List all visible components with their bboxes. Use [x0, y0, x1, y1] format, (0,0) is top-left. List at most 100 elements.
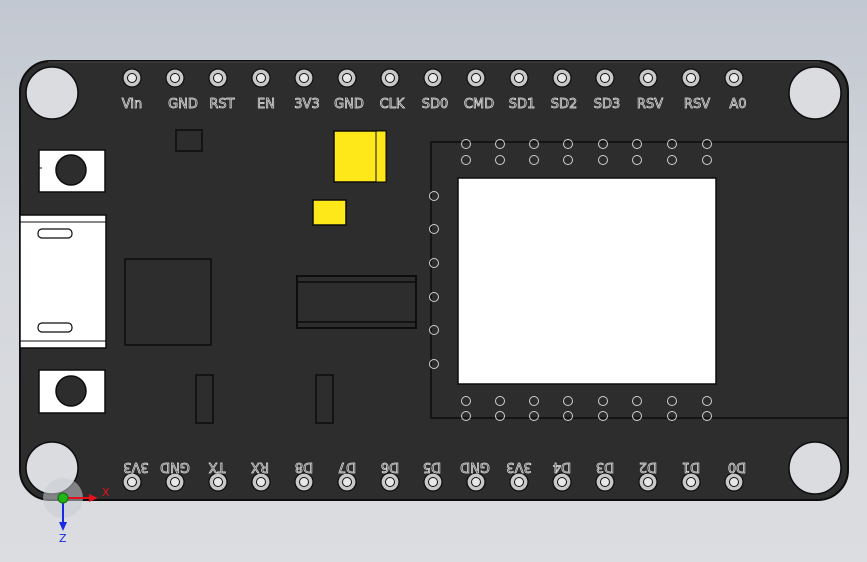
pin-label: Vin	[122, 97, 142, 112]
header-pin-pad	[165, 68, 185, 88]
castellated-pad	[598, 139, 608, 149]
capacitor[interactable]	[312, 199, 347, 226]
pin-label: GND	[168, 97, 198, 112]
castellated-pad	[702, 396, 712, 406]
bottom-pin-labels: 3V3 GND TX RX D8 D7 D6 D5 GND 3V3 D4 D3 …	[123, 459, 747, 475]
pin-label: D1	[682, 459, 700, 474]
voltage-regulator[interactable]	[296, 275, 417, 329]
pin-label: SD2	[551, 97, 578, 112]
header-pin-pad	[509, 68, 529, 88]
pin-label: RSV	[637, 97, 663, 112]
castellated-pad	[429, 258, 439, 268]
castellated-pad	[461, 139, 471, 149]
pin-label: D4	[553, 459, 571, 474]
pin-label: RSV	[684, 97, 710, 112]
header-pin-pad	[638, 472, 658, 492]
header-pin-pad	[208, 472, 228, 492]
top-pin-labels: Vin GND RST EN 3V3 GND CLK SD0 CMD SD1 S…	[121, 97, 747, 113]
flash-button[interactable]	[38, 149, 106, 193]
castellated-pad	[598, 411, 608, 421]
bottom-pin-header	[122, 472, 744, 492]
pin-label: D2	[639, 459, 657, 474]
castellated-pad	[429, 292, 439, 302]
pin-label: SD0	[422, 97, 449, 112]
pin-label: 3V3	[123, 459, 148, 474]
castellated-pad	[495, 411, 505, 421]
castellated-pad	[667, 139, 677, 149]
castellated-pad	[563, 155, 573, 165]
pin-label: TX	[208, 459, 226, 474]
header-pin-pad	[552, 68, 572, 88]
castellated-pad	[598, 155, 608, 165]
header-pin-pad	[165, 472, 185, 492]
smd-resistor[interactable]	[315, 374, 334, 424]
pin-label: SD3	[594, 97, 621, 112]
castellated-pad	[429, 359, 439, 369]
castellated-pad	[598, 396, 608, 406]
z-axis-label: Z	[59, 532, 67, 545]
micro-usb-connector[interactable]	[19, 214, 107, 349]
reset-button[interactable]	[38, 369, 106, 414]
pin-label: D8	[295, 459, 313, 474]
header-pin-pad	[595, 68, 615, 88]
castellated-pad	[702, 139, 712, 149]
castellated-pad	[429, 325, 439, 335]
mounting-hole	[788, 66, 842, 120]
pin-label: GND	[160, 459, 190, 474]
pin-label: SD1	[509, 97, 536, 112]
castellated-pad	[429, 191, 439, 201]
castellated-pad	[429, 224, 439, 234]
pin-label: D3	[596, 459, 614, 474]
wifi-module[interactable]	[429, 139, 849, 421]
smd-resistor[interactable]	[195, 374, 214, 424]
pin-label: D7	[338, 459, 356, 474]
header-pin-pad	[208, 68, 228, 88]
pin-label: GND	[460, 459, 490, 474]
castellated-pad	[495, 396, 505, 406]
castellated-pad	[461, 155, 471, 165]
usb-serial-chip[interactable]	[124, 258, 212, 346]
castellated-pad	[563, 411, 573, 421]
castellated-pad	[563, 139, 573, 149]
header-pin-pad	[681, 68, 701, 88]
castellated-pad	[667, 396, 677, 406]
smd-component[interactable]	[175, 129, 203, 152]
header-pin-pad	[466, 68, 486, 88]
pin-label: D5	[423, 459, 441, 474]
header-pin-pad	[638, 68, 658, 88]
x-axis-arrowhead	[89, 494, 98, 502]
castellated-pad	[495, 155, 505, 165]
axis-triad: X Z	[43, 478, 110, 545]
header-pin-pad	[423, 472, 443, 492]
castellated-pad	[632, 139, 642, 149]
header-pin-pad	[595, 472, 615, 492]
castellated-pad	[461, 411, 471, 421]
castellated-pad	[495, 139, 505, 149]
header-pin-pad	[294, 472, 314, 492]
mounting-hole	[788, 441, 842, 495]
y-axis-indicator	[57, 492, 69, 504]
module-shield	[457, 177, 717, 385]
header-pin-pad	[337, 472, 357, 492]
pin-label: 3V3	[294, 97, 319, 112]
z-axis-arrowhead	[59, 522, 67, 531]
pin-label: GND	[334, 97, 364, 112]
castellated-pad	[461, 396, 471, 406]
pin-label: 3V3	[506, 459, 531, 474]
castellated-pad	[529, 396, 539, 406]
castellated-pad	[667, 155, 677, 165]
header-pin-pad	[251, 472, 271, 492]
castellated-pad	[632, 155, 642, 165]
x-axis-label: X	[102, 486, 110, 499]
mounting-hole	[25, 66, 79, 120]
pin-label: A0	[729, 97, 746, 112]
pin-label: RST	[209, 97, 234, 112]
header-pin-pad	[122, 472, 142, 492]
castellated-pad	[667, 411, 677, 421]
pin-label: D6	[381, 459, 399, 474]
header-pin-pad	[251, 68, 271, 88]
tantalum-capacitor[interactable]	[333, 130, 387, 183]
castellated-pad	[702, 411, 712, 421]
header-pin-pad	[724, 68, 744, 88]
